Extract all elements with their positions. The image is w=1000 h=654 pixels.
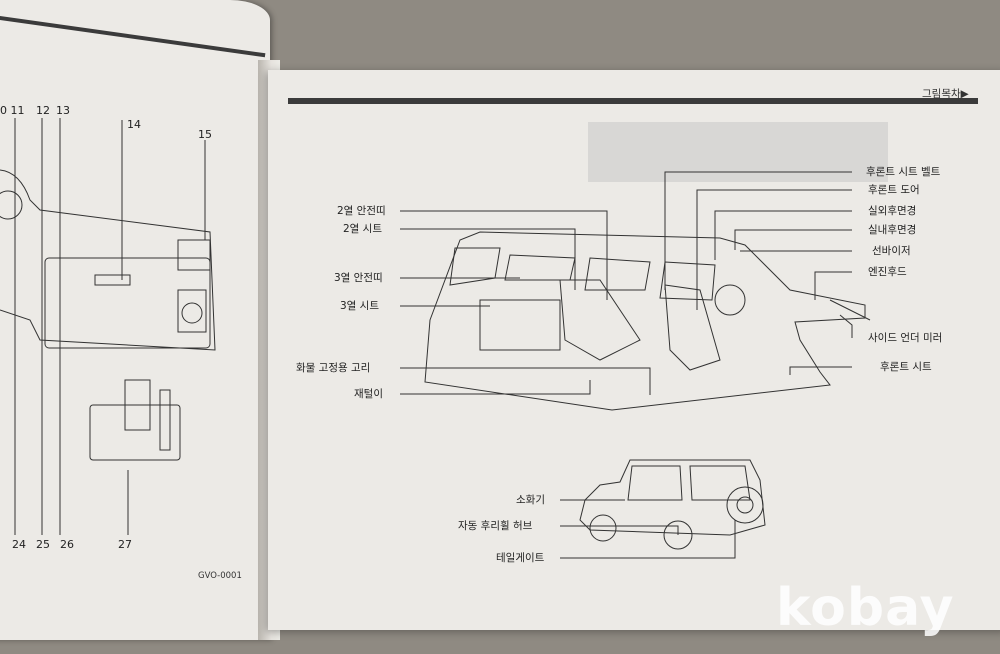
label-front-door: 후론트 도어 (868, 184, 920, 196)
label-ashtray: 재털이 (354, 388, 383, 400)
label-3rd-row-seat: 3열 시트 (340, 300, 379, 312)
label-tailgate: 테일게이트 (496, 552, 545, 564)
glovebox-handle (94, 274, 131, 286)
spare-tire (726, 486, 764, 524)
label-cargo-hook: 화물 고정용 고리 (296, 362, 371, 374)
shifter-1 (124, 379, 151, 431)
header-rule (288, 98, 978, 104)
speaker (177, 289, 207, 333)
label-side-under-mirror: 사이드 언더 미러 (868, 332, 943, 344)
document-code: GVO-0001 (198, 571, 242, 581)
num-27: 27 (118, 538, 132, 551)
label-sun-visor: 선바이저 (872, 245, 911, 257)
right-page (268, 70, 1000, 630)
label-auto-freewheel-hub: 자동 후리휠 허브 (458, 520, 533, 532)
steering-wheel (714, 284, 746, 316)
label-2nd-row-seatbelt: 2열 안전띠 (337, 205, 386, 217)
num-14: 14 (127, 118, 141, 131)
label-front-seat: 후론트 시트 (880, 361, 932, 373)
figure-index-link[interactable]: 그림목차▶ (922, 88, 969, 100)
label-3rd-row-seatbelt: 3열 안전띠 (334, 272, 383, 284)
shifter-2 (159, 389, 171, 451)
console (89, 404, 181, 461)
label-extinguisher: 소화기 (516, 494, 545, 506)
label-engine-hood: 엔진후드 (868, 266, 907, 278)
rear-wheel (663, 520, 693, 550)
num-26: 26 (60, 538, 74, 551)
label-outside-mirror: 실외후면경 (868, 205, 917, 217)
second-row-seat (559, 279, 641, 361)
num-15: 15 (198, 128, 212, 141)
vehicle-cutaway-outline (424, 231, 866, 411)
gauge (0, 190, 23, 220)
num-10-11: 0 11 (0, 104, 25, 117)
radio-unit (177, 239, 211, 271)
label-2nd-row-seat: 2열 시트 (343, 223, 382, 235)
front-seat (664, 284, 721, 371)
num-25: 25 (36, 538, 50, 551)
rear-seat (479, 299, 561, 351)
dashboard-outline (0, 169, 216, 351)
num-24: 24 (12, 538, 26, 551)
jeep-rear (579, 459, 766, 536)
glovebox (44, 257, 211, 349)
num-12: 12 (36, 104, 50, 117)
watermark-logo: kobay (776, 578, 955, 638)
label-front-seatbelt: 후론트 시트 벨트 (866, 166, 941, 178)
num-13: 13 (56, 104, 70, 117)
front-wheel (589, 514, 617, 542)
label-inside-mirror: 실내후면경 (868, 224, 917, 236)
